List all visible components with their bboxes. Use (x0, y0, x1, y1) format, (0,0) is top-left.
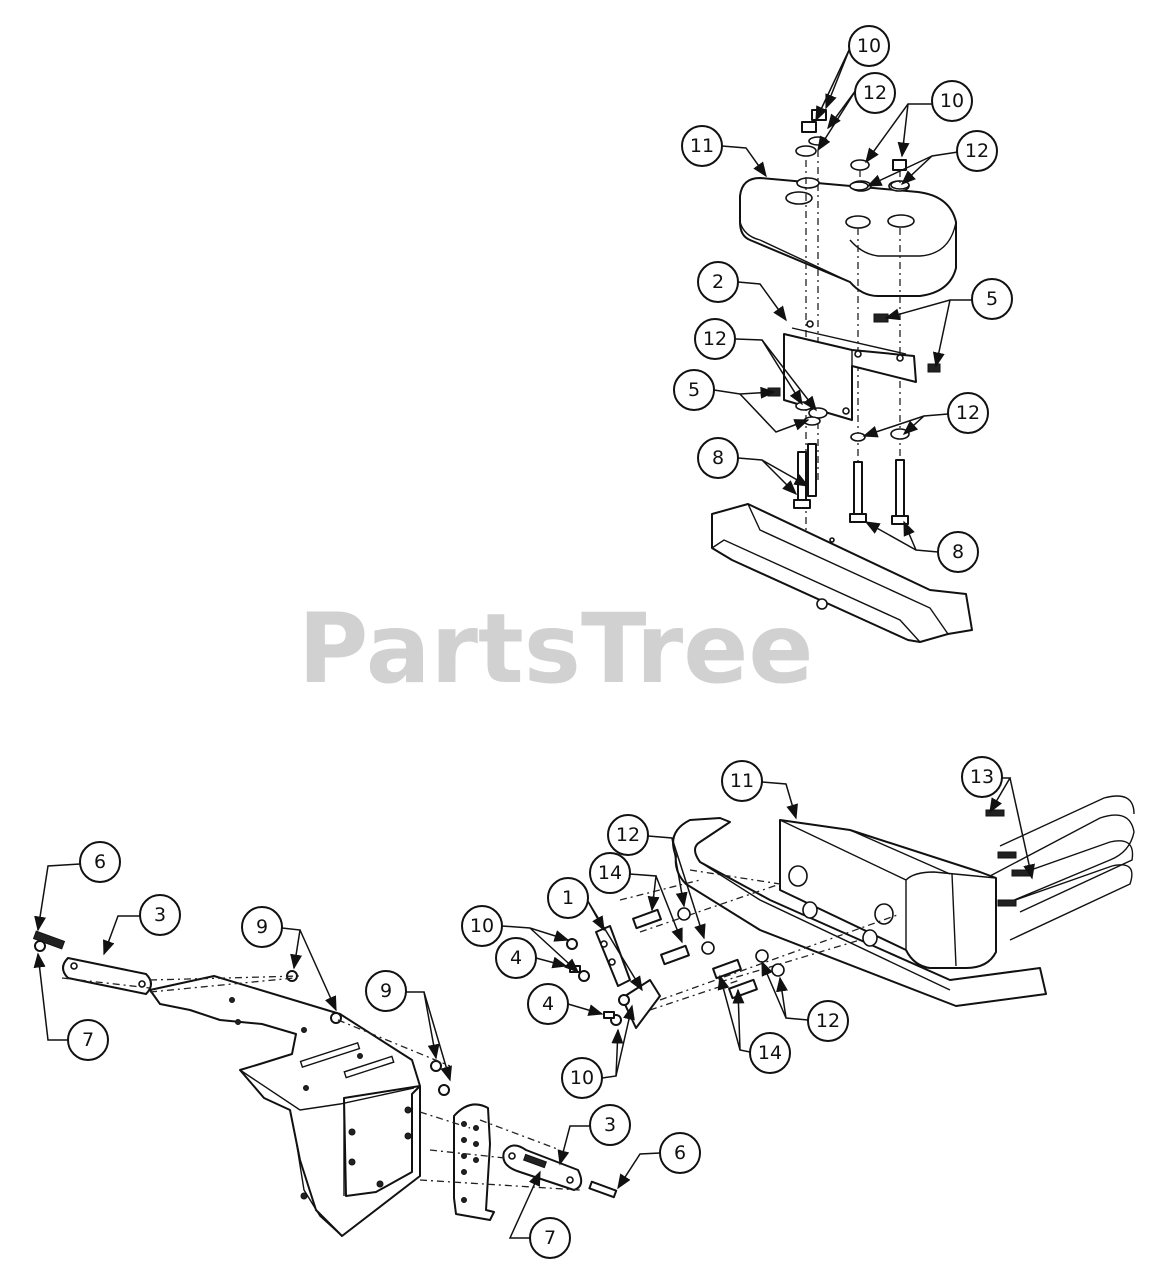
callout-10: 10 (857, 35, 881, 57)
bottom-left-alignment-lines (61, 975, 581, 1191)
callout-12: 12 (616, 824, 640, 846)
callout-7: 7 (82, 1029, 94, 1051)
callout-12: 12 (965, 140, 989, 162)
callout-6: 6 (674, 1142, 686, 1164)
callout-9: 9 (380, 980, 392, 1002)
callout-12: 12 (816, 1010, 840, 1032)
callout-10: 10 (940, 90, 964, 112)
callout-11: 11 (730, 770, 754, 792)
callout-12: 12 (863, 82, 887, 104)
bumper-bar-top (711, 503, 973, 643)
callout-4: 4 (542, 993, 554, 1015)
callout-5: 5 (986, 288, 998, 310)
callout-8: 8 (712, 447, 724, 469)
callout-4: 4 (510, 947, 522, 969)
callout-12: 12 (956, 402, 980, 424)
callout-8: 8 (952, 541, 964, 563)
bottom-right-alignment-lines (619, 869, 901, 1011)
frame-plate (149, 975, 421, 1237)
callout-10: 10 (470, 915, 494, 937)
callout-10: 10 (570, 1067, 594, 1089)
callout-3: 3 (604, 1114, 616, 1136)
callout-labels: 10 12 11 10 12 2 5 12 5 12 (33, 25, 1035, 1259)
callout-6: 6 (94, 851, 106, 873)
callout-5: 5 (688, 379, 700, 401)
callout-12: 12 (703, 328, 727, 350)
u-bolts (985, 795, 1135, 941)
bottom-left-hardware (32, 930, 618, 1221)
callout-7: 7 (544, 1227, 556, 1249)
weight-block-bottom (779, 819, 997, 969)
callout-13: 13 (970, 766, 994, 788)
callout-1: 1 (562, 887, 574, 909)
callout-3: 3 (154, 904, 166, 926)
callout-9: 9 (256, 916, 268, 938)
bumper-bar-bottom (672, 817, 1047, 1007)
watermark-logo: PartsTree (298, 593, 813, 705)
top-hardware (795, 109, 910, 191)
callout-2: 2 (712, 271, 724, 293)
mount-bracket-top (783, 320, 917, 421)
weight-block-top (739, 177, 957, 297)
callout-14: 14 (758, 1042, 782, 1064)
callout-11: 11 (690, 135, 714, 157)
callout-14: 14 (598, 862, 622, 884)
